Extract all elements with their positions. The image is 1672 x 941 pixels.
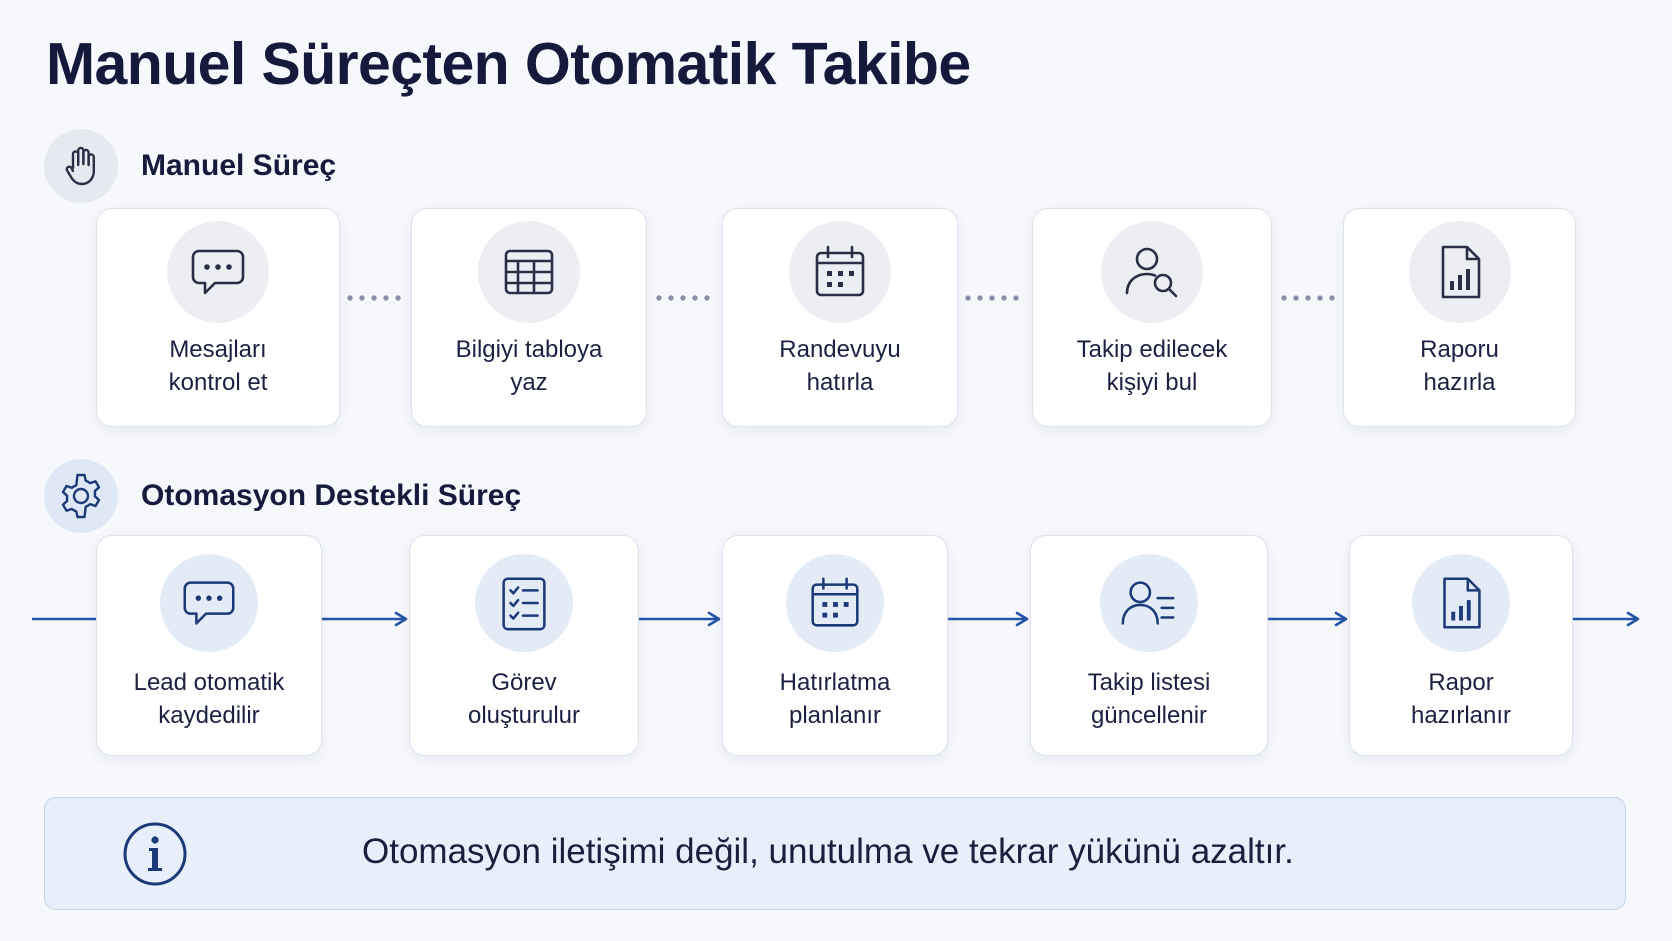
info-note: Otomasyon iletişimi değil, unutulma ve t…: [44, 797, 1626, 910]
info-icon: [122, 821, 188, 892]
dotted-connector: [1278, 295, 1338, 301]
automated-section-label: Otomasyon Destekli Süreç: [141, 478, 522, 512]
chat-bubble-icon: [167, 221, 269, 323]
calendar-icon: [786, 554, 884, 652]
dotted-connector: [962, 295, 1022, 301]
outgoing-arrow: [1573, 611, 1640, 627]
spreadsheet-icon: [478, 221, 580, 323]
arrow-connector: [322, 611, 408, 627]
gear-icon: [44, 458, 118, 533]
hand-icon: [44, 128, 118, 203]
manual-section-label: Manuel Süreç: [141, 148, 337, 182]
automated-section-header: Otomasyon Destekli Süreç: [44, 458, 521, 533]
arrow-connector: [639, 611, 721, 627]
user-list-icon: [1100, 554, 1198, 652]
arrow-connector: [948, 611, 1029, 627]
dotted-connector: [344, 295, 404, 301]
calendar-icon: [789, 221, 891, 323]
manual-section-header: Manuel Süreç: [44, 128, 336, 203]
user-search-icon: [1101, 221, 1203, 323]
dotted-connector: [653, 295, 713, 301]
chat-bubble-icon: [160, 554, 258, 652]
incoming-line: [32, 617, 96, 621]
arrow-connector: [1268, 611, 1348, 627]
info-text: Otomasyon iletişimi değil, unutulma ve t…: [362, 832, 1294, 871]
report-chart-icon: [1412, 554, 1510, 652]
report-chart-icon: [1408, 221, 1511, 323]
checklist-icon: [475, 554, 573, 652]
page-title: Manuel Süreçten Otomatik Takibe: [46, 31, 971, 97]
